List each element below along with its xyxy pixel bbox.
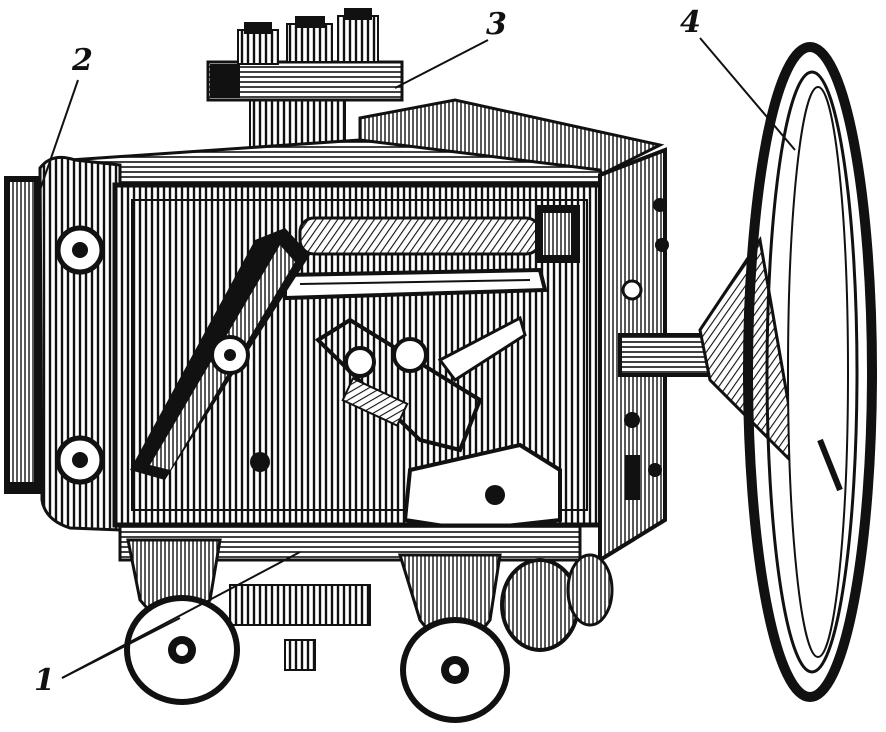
- callout-label-4: 4: [680, 5, 701, 40]
- callout-label-1: 1: [34, 663, 55, 698]
- top-terminal-block: [206, 8, 404, 159]
- leader-lines: [39, 37, 796, 679]
- leader-line-4: [699, 37, 796, 151]
- tension-spring: [298, 205, 580, 263]
- trip-mechanism: [250, 315, 562, 533]
- left-side-plate: [4, 155, 122, 532]
- leader-line-3: [394, 39, 489, 89]
- wheel-carriage: [118, 523, 614, 723]
- callout-label-3: 3: [486, 7, 507, 42]
- leader-line-1b: [61, 551, 301, 679]
- callout-label-2: 2: [72, 43, 93, 78]
- handwheel: [618, 42, 877, 702]
- leader-line-2: [39, 79, 79, 191]
- lever-arm: [130, 228, 310, 480]
- housing-top-plate: [65, 98, 665, 197]
